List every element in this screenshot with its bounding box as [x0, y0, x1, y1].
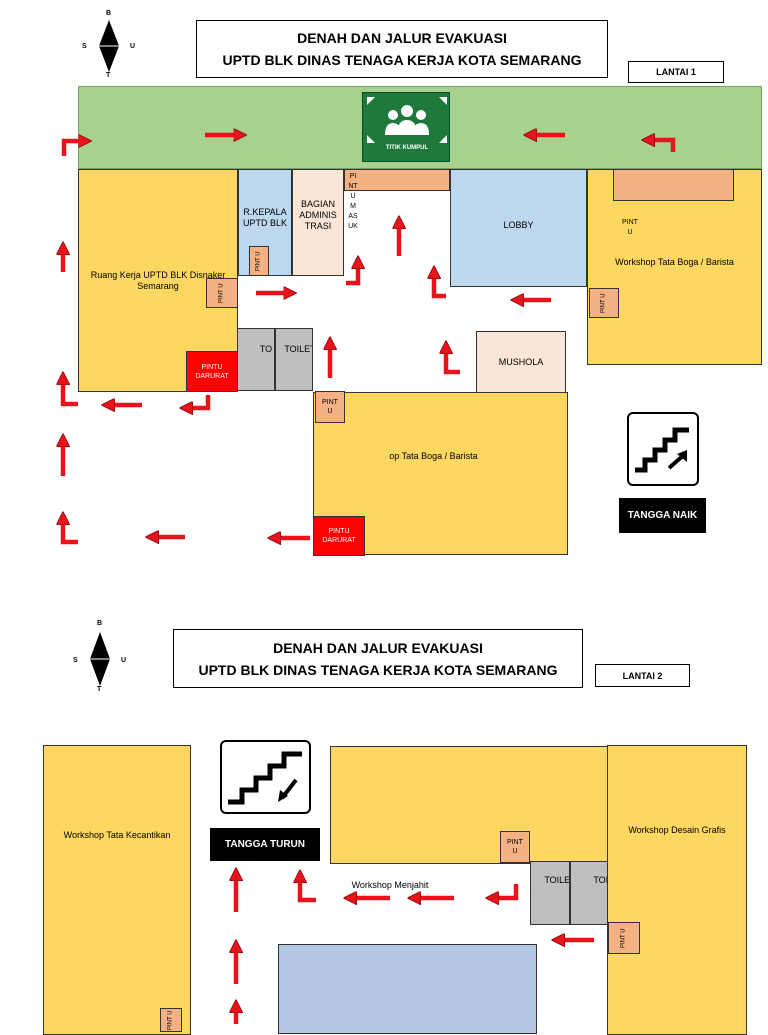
evacuation-arrows-floor-1 — [0, 0, 676, 600]
workshop-boga-1-top-block — [613, 169, 734, 201]
workshop-boga-1-label: Workshop Tata Boga / Barista — [615, 256, 734, 267]
stairs-down-icon — [228, 751, 302, 805]
arrow-turn-icon — [446, 347, 460, 375]
compass-south: T — [97, 686, 102, 693]
desain-label: Workshop Desain Grafis — [628, 824, 726, 835]
arrow-turn-icon — [434, 272, 446, 299]
workshop-boga-1-room: Workshop Tata Boga / Barista — [587, 169, 762, 365]
stairs-up-label: TANGGA NAIK — [619, 498, 706, 533]
pintu-darurat-2-door: PINTU DARURAT — [313, 516, 365, 556]
arrow-turn-icon — [63, 518, 78, 545]
compass-east: U — [130, 43, 136, 50]
stairs-up-icon — [635, 427, 689, 473]
floor-2-title-line-1: DENAH DAN JALUR EVAKUASI — [273, 639, 483, 656]
compass-floor-2: B S U T — [69, 620, 129, 695]
floor-1-label: LANTAI 1 — [628, 61, 724, 83]
floor-1-title-line-2: UPTD BLK DINAS TENAGA KERJA KOTA SEMARAN… — [222, 52, 582, 68]
stairs-down-label: TANGGA TURUN — [210, 828, 320, 861]
compass-north: B — [97, 620, 103, 627]
titik-kumpul-sign: TITIK KUMPUL — [362, 92, 450, 162]
mushola-label: MUSHOLA — [498, 356, 544, 367]
arrow-turn-icon — [300, 876, 316, 903]
kepala-label: R.KEPALA UPTD BLK — [242, 206, 287, 228]
toilet-2a-label: TOILET — [544, 875, 570, 885]
floor-1-title-box: DENAH DAN JALUR EVAKUASI UPTD BLK DINAS … — [196, 20, 608, 78]
arrow-turn-up-right-icon — [61, 141, 85, 156]
lobby-label: LOBBY — [503, 219, 534, 230]
mushola-room: MUSHOLA — [476, 331, 566, 393]
kecantikan-label: Workshop Tata Kecantikan — [63, 829, 171, 840]
floor-2-blue-area — [278, 944, 537, 1034]
compass-south: T — [106, 72, 111, 79]
workshop-boga-2-label: op Tata Boga / Barista — [389, 451, 478, 461]
assembly-point-label: TITIK KUMPUL — [385, 145, 429, 151]
compass-west: S — [82, 43, 87, 50]
assembly-people-icon — [367, 97, 447, 143]
compass-needle-icon — [99, 20, 119, 72]
pintu-bawah-door: PINT U — [315, 391, 345, 423]
compass-north: B — [106, 10, 112, 17]
arrow-turn-icon — [186, 395, 211, 408]
desain-room: Workshop Desain Grafis — [607, 745, 747, 1035]
administrasi-label: BAGIAN ADMINIS TRASI — [299, 199, 337, 231]
floor-2-title-line-2: UPTD BLK DINAS TENAGA KERJA KOTA SEMARAN… — [198, 661, 558, 678]
stairs-up-sign — [627, 412, 699, 486]
menjahit-label: Workshop Menjahit — [351, 880, 429, 890]
pintu-menjahit-door: PINT U — [500, 831, 530, 863]
stairs-down-sign — [220, 740, 311, 814]
lobby-room: LOBBY — [450, 169, 587, 287]
ruang-kerja-label: Ruang Kerja UPTD BLK Disnaker Semarang — [90, 269, 226, 291]
pintu-darurat-1-door: PINTU DARURAT — [186, 351, 238, 392]
arrow-turn-icon — [346, 262, 358, 286]
administrasi-room: BAGIAN ADMINIS TRASI — [292, 169, 344, 276]
evacuation-arrows-floor-2 — [0, 600, 594, 1024]
floor-1-title-line-1: DENAH DAN JALUR EVAKUASI — [297, 30, 507, 46]
pintu-masuk-strip — [344, 169, 450, 191]
toilet-b-label: TOILET — [284, 344, 313, 354]
floor-2-title-box: DENAH DAN JALUR EVAKUASI UPTD BLK DINAS … — [173, 629, 583, 688]
floor-2-label: LANTAI 2 — [595, 664, 690, 687]
arrow-turn-icon — [492, 884, 519, 898]
toilet-a-label: TO — [259, 344, 273, 354]
menjahit-room — [330, 746, 608, 864]
toilet-2a-room: TOILET — [530, 861, 570, 925]
arrow-turn-up-left-icon — [648, 140, 676, 152]
toilet-2b-label: TOILET — [593, 875, 608, 885]
compass-floor-1: B S U T — [78, 10, 138, 80]
compass-needle-icon — [90, 632, 110, 686]
toilet-b-room: TOILET — [275, 328, 313, 391]
compass-west: S — [73, 657, 78, 664]
toilet-2b-room: TOILET — [570, 861, 608, 925]
pintu-masuk-label: PINTU MASUK — [348, 173, 358, 230]
arrow-turn-icon — [63, 378, 78, 407]
compass-east: U — [121, 657, 127, 664]
